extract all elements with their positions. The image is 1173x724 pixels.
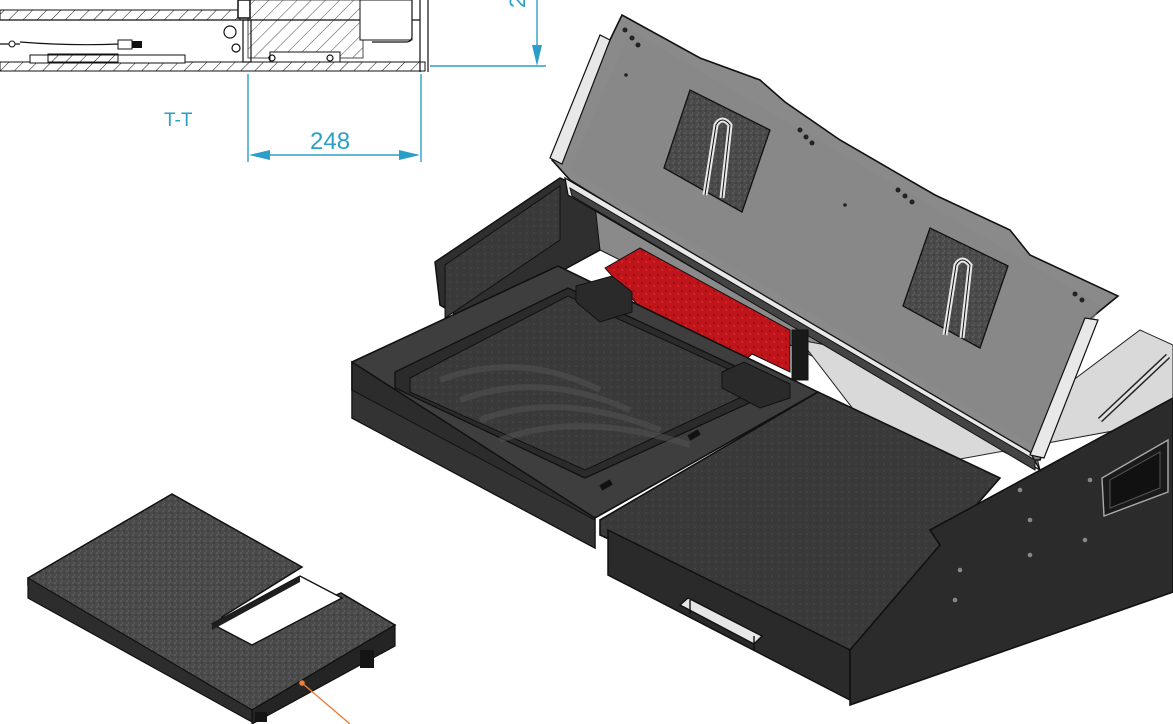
leader-line — [299, 680, 351, 724]
foam-insert — [27, 493, 397, 724]
dimension-vertical — [430, 0, 546, 67]
dimension-248-label: 248 — [310, 128, 350, 155]
lid-pad-2 — [902, 227, 1009, 349]
case-lid — [549, 13, 1171, 472]
side-vent-panel — [1101, 438, 1169, 517]
drawer-handle — [678, 597, 764, 650]
section-label: T-T — [164, 110, 193, 131]
section-view — [0, 0, 429, 72]
dimension-vertical-label: 2 — [505, 0, 530, 8]
open-case — [351, 13, 1173, 707]
lid-pad-1 — [663, 89, 771, 213]
dimension-horizontal — [247, 74, 422, 162]
